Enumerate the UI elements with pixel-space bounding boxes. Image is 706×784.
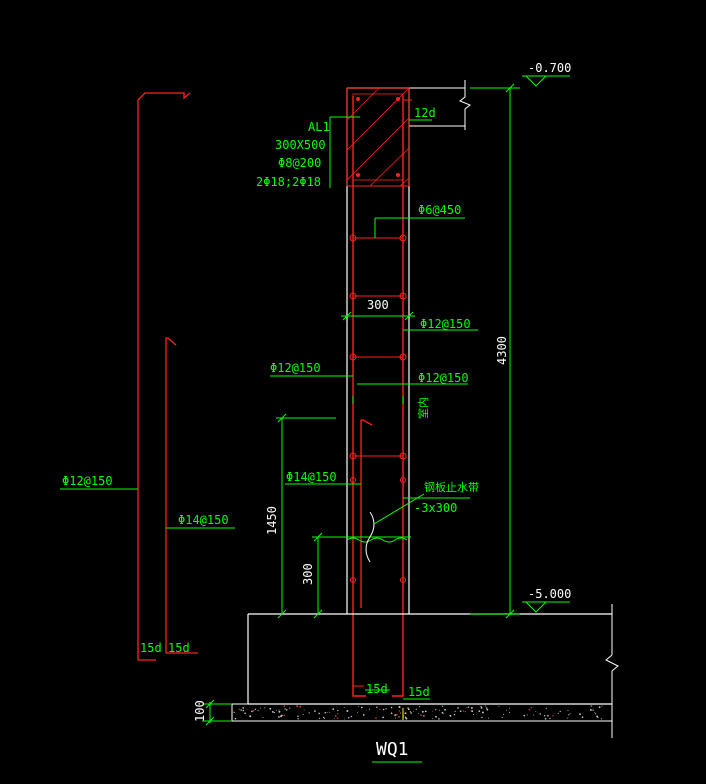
inner-horizontal-label: Φ12@150 [270,361,321,375]
tie-label: Φ6@450 [418,203,461,217]
wall-thickness-label: 300 [367,298,389,312]
beam-bars-label: 2Φ18;2Φ18 [256,175,321,189]
beam-al1 [346,87,412,187]
foundation [247,604,619,705]
anchor-15d-left-b: 15d [168,641,190,655]
slab-break [409,80,471,130]
tie-2 [349,292,407,300]
water-stop [345,493,425,563]
detail-left-label: Φ12@150 [62,474,113,488]
beam-name-label: AL1 [308,120,330,134]
indoor-label: 室内 [416,397,430,419]
elevation-top-label: -0.700 [528,61,571,75]
anchor-15d-wall-right: 15d [408,685,430,699]
lower-height-label: 1450 [265,506,279,535]
rebar-detail-left [60,92,235,661]
elevation-bottom-label: -5.000 [528,587,571,601]
detail-right-label: Φ14@150 [178,513,229,527]
outer-vertical-label: Φ12@150 [420,317,471,331]
wall-ties [349,234,407,583]
beam-anchor-label: 12d [414,106,436,120]
water-stop-label: 钢板止水带 [424,480,479,494]
outer-horizontal-label: Φ12@150 [418,371,469,385]
beam-stirrup-label: Φ8@200 [278,156,321,170]
tie-4 [349,452,407,460]
wall-outline [346,87,410,614]
dimension-lines [202,75,570,763]
dowel-label: Φ14@150 [286,470,337,484]
drawing-title: WQ1 [376,739,409,760]
water-stop-size-label: -3x300 [414,501,457,515]
water-stop-height-label: 300 [301,563,315,585]
anchor-15d-wall-left: 15d [366,682,388,696]
tie-1 [349,234,407,242]
beam-size-label: 300X500 [275,138,326,152]
cushion-layer [231,700,613,738]
anchor-15d-left-a: 15d [140,641,162,655]
height-dimension-label: 4300 [495,336,509,365]
cushion-dimension-label: 100 [193,700,207,722]
tie-3 [349,353,407,361]
